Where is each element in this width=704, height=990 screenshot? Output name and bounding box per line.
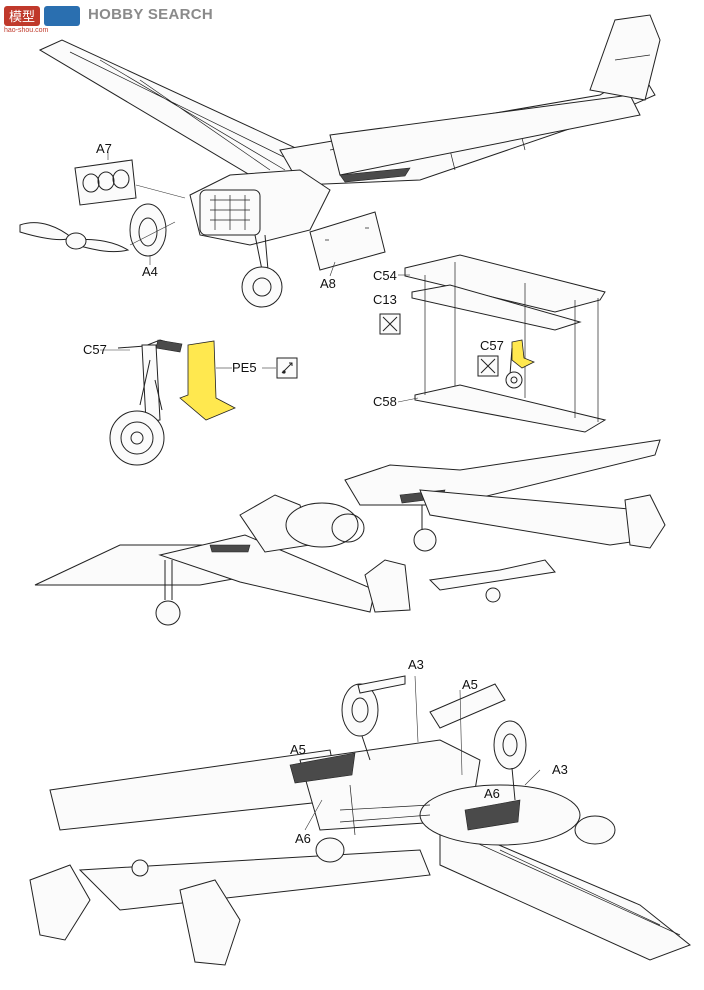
label-a3-right: A3 xyxy=(552,762,568,777)
label-c13: C13 xyxy=(373,292,397,307)
label-c57-right: C57 xyxy=(480,338,504,353)
watermark-logo: 模型 xyxy=(4,4,84,33)
part-a7 xyxy=(74,152,186,206)
label-c54: C54 xyxy=(373,268,397,283)
label-a6-bottom: A6 xyxy=(295,831,311,846)
propeller xyxy=(19,221,176,253)
label-a3-top: A3 xyxy=(408,657,424,672)
label-a6-right: A6 xyxy=(484,786,500,801)
remove-part-icon xyxy=(379,313,401,335)
bottom-aircraft xyxy=(29,675,691,966)
part-a4 xyxy=(129,203,167,265)
watermark-logo-text: 模型 xyxy=(9,10,35,25)
part-pe5: PE5 xyxy=(179,340,298,421)
gear-assembly-c57: C57 xyxy=(83,339,183,466)
watermark-brand: HOBBY SEARCH xyxy=(88,6,214,23)
watermark-domain: hao-shou.com xyxy=(4,27,49,34)
label-pe5: PE5 xyxy=(232,360,257,375)
label-a8: A8 xyxy=(320,276,336,291)
label-c58: C58 xyxy=(373,394,397,409)
gear-assembly-c57-right: C57 xyxy=(477,338,535,389)
top-aircraft xyxy=(38,14,661,308)
label-a7: A7 xyxy=(96,141,112,156)
glue-icon xyxy=(276,357,298,379)
remove-part-icon xyxy=(477,355,499,377)
label-a5-left: A5 xyxy=(290,742,306,757)
middle-aircraft xyxy=(34,439,666,626)
label-a5-top: A5 xyxy=(462,677,478,692)
wing-panel-exploded: C54 C13 C58 xyxy=(373,254,607,433)
label-c57-left: C57 xyxy=(83,342,107,357)
label-a4: A4 xyxy=(142,264,158,279)
